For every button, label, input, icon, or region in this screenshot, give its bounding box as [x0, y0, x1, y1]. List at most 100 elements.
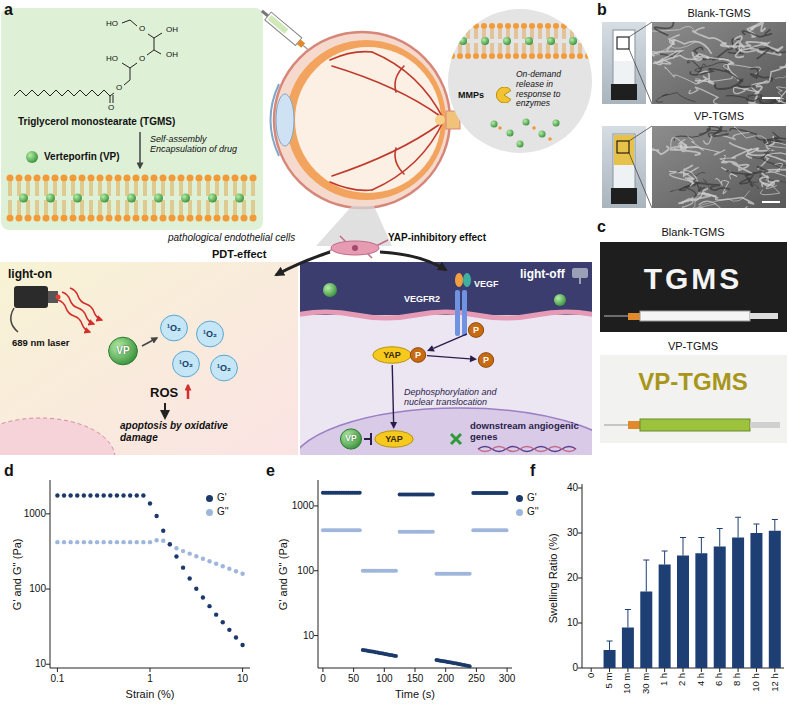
line-shape	[65, 182, 66, 197]
enzyme-shape	[496, 87, 511, 103]
bar	[695, 553, 707, 668]
rect-part	[640, 419, 750, 431]
line-shape	[555, 43, 556, 53]
vegfr2-receptor	[455, 290, 467, 336]
line-shape	[557, 43, 558, 53]
cell-nucleus	[0, 418, 115, 455]
panel-letter: e	[266, 462, 275, 480]
line-shape	[110, 200, 111, 215]
path-shape	[726, 95, 762, 101]
line-shape	[9, 200, 10, 215]
bar	[659, 565, 671, 669]
zoom-line	[629, 153, 652, 208]
circle-shape	[232, 175, 239, 182]
error-bar	[625, 609, 631, 610]
circle-part	[352, 245, 358, 251]
line-shape	[517, 43, 518, 53]
circle-shape	[97, 175, 104, 182]
data-point	[394, 569, 398, 573]
tick-mark	[578, 578, 582, 579]
line-shape	[467, 29, 468, 39]
line-shape	[515, 29, 516, 39]
arrowhead	[390, 422, 397, 429]
bar	[640, 592, 652, 669]
polyline-part	[14, 90, 110, 96]
legend-text: G''	[527, 506, 539, 518]
tick-mark	[591, 668, 592, 672]
phosphate: P	[478, 352, 494, 368]
circle-shape	[25, 175, 32, 182]
line-shape	[36, 182, 37, 197]
tick-mark	[683, 668, 684, 672]
effect-arrow	[380, 252, 446, 270]
tick-mark	[646, 668, 647, 672]
path-shape	[698, 76, 736, 84]
line-shape	[254, 200, 255, 215]
line-shape	[525, 29, 526, 39]
data-point	[194, 587, 198, 591]
line-shape	[128, 200, 129, 215]
line-part	[110, 93, 114, 96]
error-bar	[698, 537, 704, 538]
node-outline	[410, 348, 425, 363]
line-shape	[493, 29, 494, 39]
connector-line	[433, 334, 467, 348]
circle-shape	[250, 215, 257, 222]
label: YAP-inhibitory effect	[388, 232, 486, 244]
data-point	[62, 493, 66, 497]
drug-sphere	[26, 151, 38, 163]
path-shape	[699, 201, 748, 208]
error-bar	[719, 529, 720, 547]
data-point	[358, 491, 362, 495]
drug-sphere: VP	[108, 336, 138, 366]
circle-shape	[73, 194, 82, 203]
lipid-bilayer	[7, 175, 257, 222]
line-shape	[83, 200, 84, 215]
circle-shape	[529, 53, 535, 59]
circle-shape	[569, 37, 577, 45]
data-point	[431, 493, 435, 497]
circle-part	[523, 119, 530, 126]
data-point	[187, 576, 191, 580]
line-shape	[218, 182, 219, 197]
circle-shape	[79, 215, 86, 222]
tick-mark	[756, 668, 757, 672]
line-shape	[74, 182, 75, 197]
tick-mark	[476, 668, 477, 672]
circle-shape	[46, 194, 55, 203]
photo-background	[600, 242, 787, 332]
path-part	[478, 447, 576, 452]
line-shape	[533, 43, 534, 53]
circle-shape	[521, 53, 527, 59]
circle-shape	[124, 215, 131, 222]
circle-shape	[497, 23, 503, 29]
line-shape	[547, 29, 548, 39]
line-shape	[146, 182, 147, 197]
laser-beam	[58, 288, 102, 332]
node-text: ¹O₂	[203, 329, 217, 339]
circle-shape	[489, 53, 495, 59]
data-point	[394, 654, 398, 658]
tick-mark	[415, 668, 416, 672]
atom-label: O	[139, 54, 145, 63]
line-shape	[209, 200, 210, 215]
line-shape	[164, 200, 165, 215]
line-shape	[128, 182, 129, 197]
line-shape	[117, 200, 118, 215]
edge-label: Dephosphorylation and nuclear translocat…	[403, 387, 500, 408]
data-point	[121, 493, 125, 497]
error-bar	[774, 520, 775, 531]
data-point	[504, 528, 508, 532]
line-shape	[191, 200, 192, 215]
circle-shape	[142, 215, 149, 222]
tick-label: 10	[303, 630, 314, 642]
circle-shape	[481, 53, 487, 59]
path-shape	[734, 127, 786, 149]
data-point	[75, 540, 79, 544]
line-shape	[65, 200, 66, 215]
line-shape	[541, 29, 542, 39]
tick-mark	[627, 668, 628, 672]
line-shape	[29, 182, 30, 197]
line-shape	[29, 200, 30, 215]
